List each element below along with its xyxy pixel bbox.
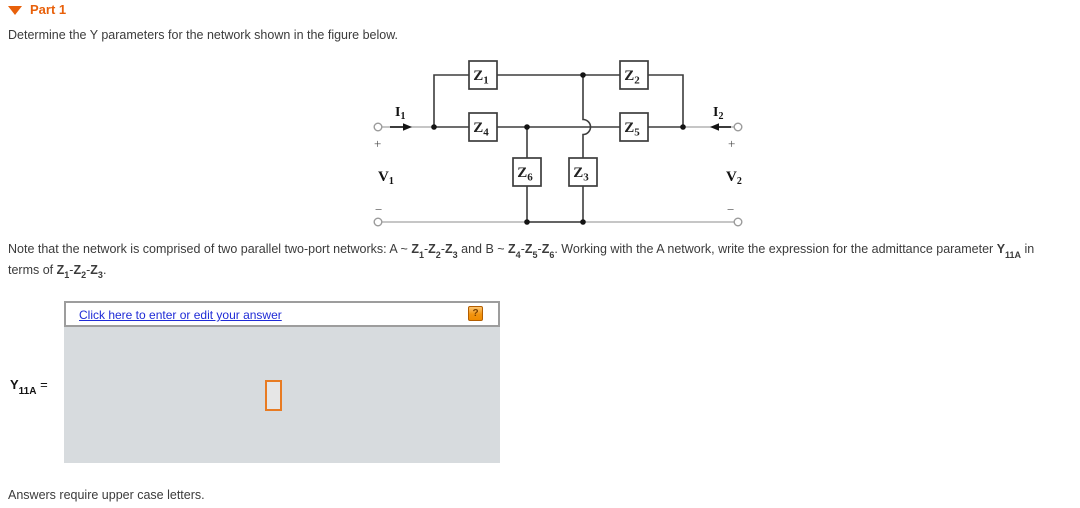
junction-dot <box>580 72 586 78</box>
answer-header: Click here to enter or edit your answer … <box>64 301 500 327</box>
junction-dot <box>580 219 586 225</box>
z3-label: Z3 <box>573 165 589 184</box>
i2-arrow-head <box>710 123 719 131</box>
i1-label: I1 <box>395 105 405 122</box>
z5-box <box>619 112 649 142</box>
z1-label: Z1 <box>473 68 489 87</box>
collapse-triangle-icon[interactable] <box>8 6 22 15</box>
junction-dot <box>524 124 530 130</box>
z6-label: Z6 <box>517 165 533 184</box>
terminal-bottom-right <box>733 217 743 227</box>
wire-top-right <box>648 74 684 127</box>
junction-dot <box>431 124 437 130</box>
plus-sign-right: + <box>728 136 735 151</box>
z5-label: Z5 <box>624 120 640 139</box>
minus-sign-left: − <box>375 202 382 217</box>
z4-box <box>468 112 498 142</box>
note-text: Note that the network is comprised of tw… <box>8 242 1035 280</box>
wire-z3-top-with-hop <box>582 75 592 158</box>
answer-body <box>64 327 500 463</box>
z1-box <box>468 60 498 90</box>
z4-label: Z4 <box>473 120 489 139</box>
terminal-top-right <box>733 122 743 132</box>
terminal-bottom-left <box>373 217 383 227</box>
edit-answer-link[interactable]: Click here to enter or edit your answer <box>79 308 282 322</box>
z6-box <box>512 157 542 187</box>
z2-box <box>619 60 649 90</box>
i2-label: I2 <box>713 105 723 122</box>
minus-sign-right: − <box>727 202 734 217</box>
z3-box <box>568 157 598 187</box>
footer-note: Answers require upper case letters. <box>8 488 205 502</box>
answer-panel: Click here to enter or edit your answer … <box>64 301 500 463</box>
wire-top-left <box>433 74 469 127</box>
part-title: Part 1 <box>30 2 67 17</box>
help-icon[interactable]: ? <box>468 306 483 321</box>
circuit-figure: Z1 Z2 Z4 Z5 Z6 Z3 I1 I2 V1 V2 + + − − <box>373 60 743 227</box>
answer-variable-label: Y11A = <box>10 377 48 397</box>
terminal-top-left <box>373 122 383 132</box>
z2-label: Z2 <box>624 68 640 87</box>
junction-dot <box>524 219 530 225</box>
v2-label: V2 <box>726 169 742 187</box>
i1-arrow-head <box>403 123 412 131</box>
v1-label: V1 <box>378 169 394 187</box>
junction-dot <box>680 124 686 130</box>
instruction-text: Determine the Y parameters for the netwo… <box>8 28 399 42</box>
plus-sign-left: + <box>374 136 381 151</box>
part-header[interactable]: Part 1 <box>8 2 66 17</box>
answer-placeholder-box[interactable] <box>265 380 282 411</box>
